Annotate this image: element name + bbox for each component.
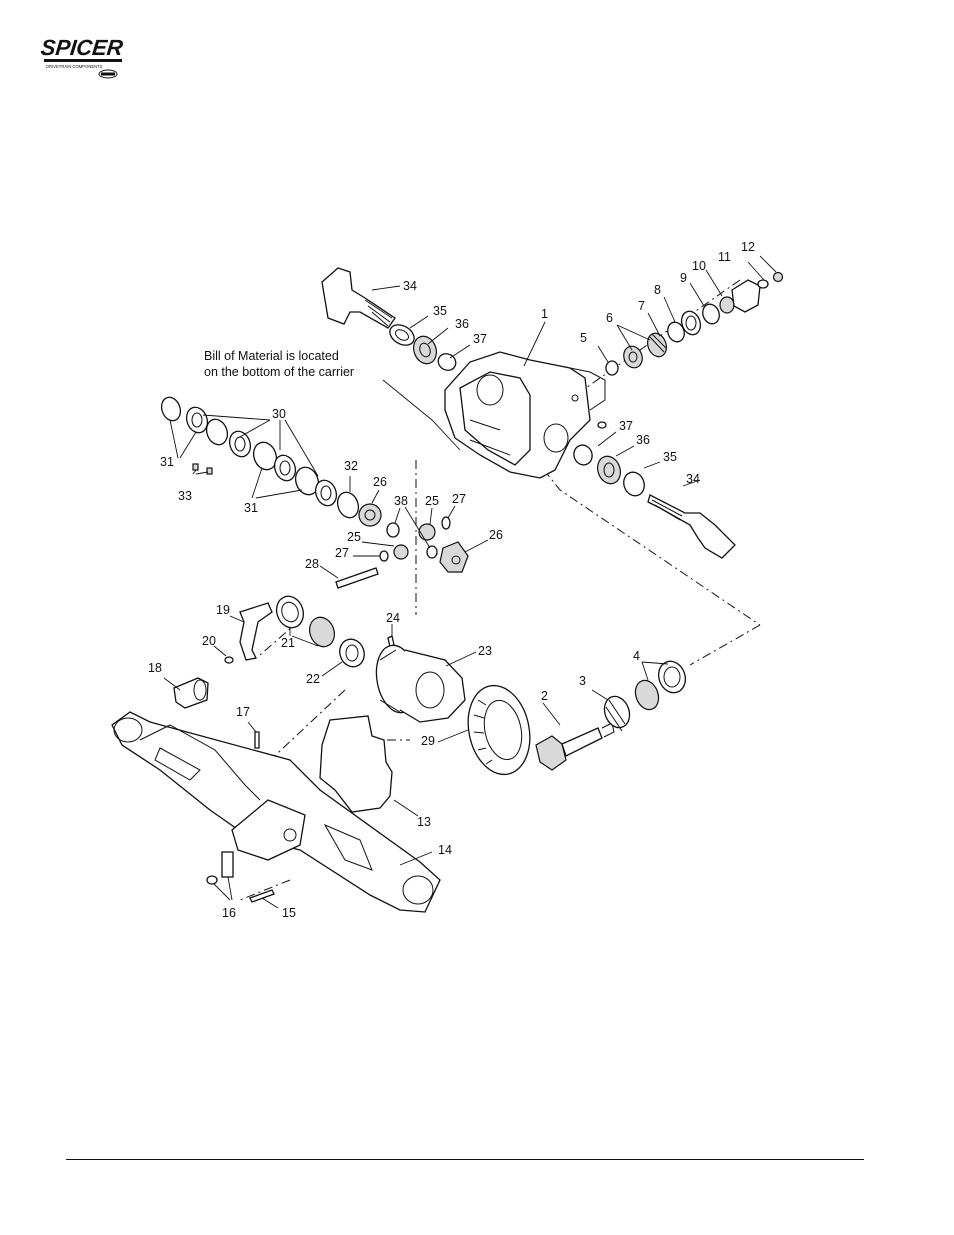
callout-33: 33 — [178, 489, 192, 503]
callout-10: 10 — [692, 259, 706, 273]
callout-38: 38 — [394, 494, 408, 508]
callout-21: 21 — [281, 636, 295, 650]
callout-32: 32 — [344, 459, 358, 473]
callout-16: 16 — [222, 906, 236, 920]
callout-26b: 26 — [489, 528, 503, 542]
callout-25b: 25 — [347, 530, 361, 544]
callout-6: 6 — [606, 311, 613, 325]
pinion-side-parts — [606, 273, 783, 376]
callout-20: 20 — [202, 634, 216, 648]
callout-29: 29 — [421, 734, 435, 748]
callout-31a: 31 — [160, 455, 174, 469]
differential-case — [371, 636, 465, 722]
callout-25a: 25 — [425, 494, 439, 508]
callout-15: 15 — [282, 906, 296, 920]
axle-shaft-upper — [322, 268, 395, 328]
callout-17: 17 — [236, 705, 250, 719]
callout-37b: 37 — [619, 419, 633, 433]
callout-23: 23 — [478, 644, 492, 658]
callout-36b: 36 — [636, 433, 650, 447]
callout-22: 22 — [306, 672, 320, 686]
note-line-1: Bill of Material is located — [204, 349, 339, 363]
axle-housing — [112, 712, 440, 912]
side-bearing-parts — [225, 593, 368, 671]
callout-35a: 35 — [433, 304, 447, 318]
footer-rule — [66, 1159, 864, 1160]
callout-34a: 34 — [403, 279, 417, 293]
callout-26a: 26 — [373, 475, 387, 489]
callout-1: 1 — [541, 307, 548, 321]
callout-11: 11 — [718, 250, 731, 264]
callout-28: 28 — [305, 557, 319, 571]
pinion-bearing-parts — [600, 658, 689, 732]
note-line-2: on the bottom of the carrier — [204, 365, 354, 379]
callout-36a: 36 — [455, 317, 469, 331]
callout-13: 13 — [417, 815, 431, 829]
callout-35b: 35 — [663, 450, 677, 464]
callout-37a: 37 — [473, 332, 487, 346]
callout-31b: 31 — [244, 501, 258, 515]
callout-19: 19 — [216, 603, 230, 617]
callout-14: 14 — [438, 843, 452, 857]
differential-gears — [336, 504, 468, 588]
callout-2: 2 — [541, 689, 548, 703]
callout-7: 7 — [638, 299, 645, 313]
callout-5: 5 — [580, 331, 587, 345]
callout-24: 24 — [386, 611, 400, 625]
callout-27b: 27 — [335, 546, 349, 560]
callout-3: 3 — [579, 674, 586, 688]
ring-and-pinion — [460, 680, 614, 781]
callout-18: 18 — [148, 661, 162, 675]
callout-4: 4 — [633, 649, 640, 663]
callout-12: 12 — [741, 240, 755, 254]
bearing-stack-lower — [571, 422, 735, 558]
callout-34b: 34 — [686, 472, 700, 486]
callout-8: 8 — [654, 283, 661, 297]
callout-27a: 27 — [452, 492, 466, 506]
callout-9: 9 — [680, 271, 687, 285]
callout-30: 30 — [272, 407, 286, 421]
